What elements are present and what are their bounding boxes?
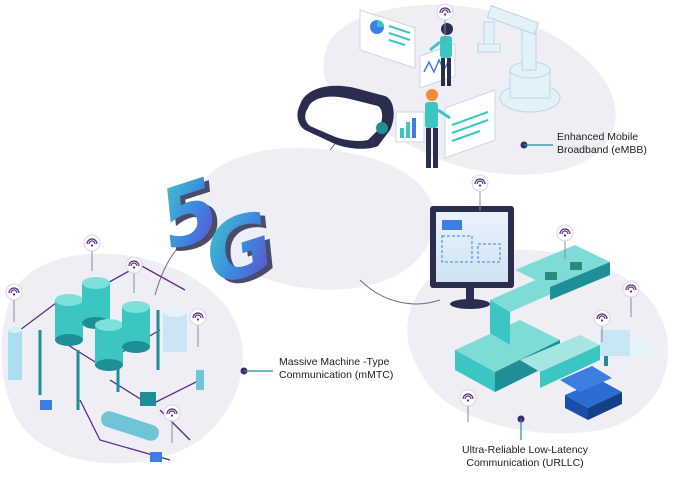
mmtc-label-line1: Massive Machine -Type [279,356,390,368]
5g-logo: 5 5 G G [157,157,281,312]
svg-text:5: 5 [162,160,227,275]
wifi-icon [125,256,143,293]
wifi-icon [622,280,640,317]
small-box [140,392,156,406]
embb-label: Enhanced Mobile Broadband (eMBB) [557,131,647,157]
tank-1 [55,294,83,346]
wifi-icon [556,224,574,259]
tank-3 [95,319,123,371]
mmtc-scene [8,264,204,462]
person-lower [425,89,451,168]
mmtc-label: Massive Machine -Type Communication (mMT… [279,356,393,382]
urllc-label-line1: Ultra-Reliable Low-Latency [462,444,589,456]
robot-arm-icon [477,5,561,113]
embb-label-line1: Enhanced Mobile [557,131,639,143]
mmtc-callout-marker [240,367,273,375]
urllc-label-line2: Communication (URLLC) [466,457,584,469]
wifi-icon [5,283,23,322]
embb-callout-marker [520,141,553,149]
floating-panel-data [444,89,496,159]
wifi-icon [436,3,454,44]
person-upper [429,23,453,86]
urllc-callout-marker [517,415,525,440]
blob-5g [199,147,435,290]
svg-text:5: 5 [157,157,222,272]
monitor-icon [430,206,514,309]
wifi-icon [189,308,207,347]
wifi-icon [459,389,477,422]
small-box [40,400,52,410]
wifi-icon [163,404,181,443]
svg-text:G: G [201,190,275,308]
wifi-icon [593,309,611,342]
embb-scene [297,5,561,168]
connector-5g-mmtc [154,224,216,296]
crates [560,366,622,420]
wifi-sensors [5,3,640,443]
urllc-scene [430,206,652,420]
horizontal-tank [101,411,159,441]
connector-5g-urllc [359,279,441,305]
vr-headset-icon [297,85,394,149]
forklift [600,330,652,366]
urllc-label: Ultra-Reliable Low-Latency Communication… [462,444,588,470]
conveyor-machine [455,245,610,392]
floating-panel-chart [359,9,416,69]
small-box [196,370,204,390]
small-box [150,452,162,462]
tank-4 [122,301,150,353]
tank-tall-left [8,327,22,380]
tank-tall-right [163,307,187,352]
wifi-icon [471,174,489,211]
embb-label-line2: Broadband (eMBB) [557,144,647,156]
svg-text:G: G [207,193,281,311]
wifi-icon [83,234,101,271]
mmtc-label-line2: Communication (mMTC) [279,369,394,381]
floating-panel-bars [395,111,425,143]
